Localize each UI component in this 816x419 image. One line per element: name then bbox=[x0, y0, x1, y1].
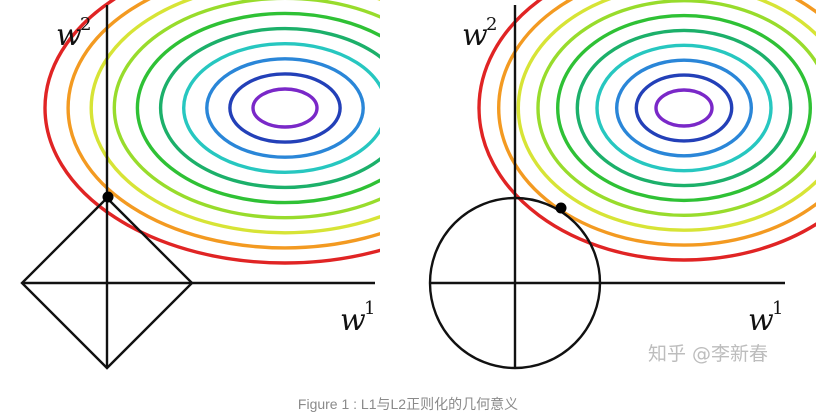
left-contour-7 bbox=[182, 42, 380, 174]
l1-diamond bbox=[20, 196, 194, 370]
l2-circle bbox=[428, 196, 602, 370]
right-y-axis-label: w bbox=[462, 18, 488, 53]
left-contour-10 bbox=[251, 87, 319, 129]
left-contour-8 bbox=[205, 57, 365, 159]
right-x-axis-label: w bbox=[748, 303, 774, 338]
left-contour-5 bbox=[135, 11, 380, 205]
right-contour-10 bbox=[654, 88, 714, 128]
right-contour-8 bbox=[615, 58, 754, 158]
right-contour-3 bbox=[516, 0, 816, 232]
right-contour-1 bbox=[477, 0, 816, 262]
left-contour-4 bbox=[112, 0, 380, 220]
left-x-axis-label: w bbox=[340, 303, 366, 338]
right-y-axis-sup: 2 bbox=[486, 14, 497, 35]
left-tangent-point bbox=[102, 191, 114, 203]
right-x-axis-sup: 1 bbox=[772, 298, 783, 319]
right-contour-7 bbox=[595, 43, 773, 173]
left-y-axis-label: w bbox=[56, 18, 82, 53]
left-contour-3 bbox=[89, 0, 380, 235]
right-contour-6 bbox=[575, 28, 793, 188]
right-contours bbox=[477, 0, 816, 262]
left-contour-9 bbox=[228, 72, 342, 144]
left-contours bbox=[43, 0, 380, 265]
left-panel: w 2 w 1 bbox=[20, 0, 380, 370]
watermark: 知乎 @李新春 bbox=[648, 343, 768, 365]
right-contour-5 bbox=[556, 13, 813, 203]
left-y-axis-sup: 2 bbox=[80, 14, 91, 35]
figure-caption: Figure 1 : L1与L2正则化的几何意义 bbox=[297, 396, 519, 412]
right-contour-2 bbox=[497, 0, 816, 247]
left-contour-2 bbox=[66, 0, 380, 250]
right-tangent-point bbox=[555, 202, 567, 214]
left-contour-6 bbox=[158, 26, 380, 190]
left-x-axis-sup: 1 bbox=[364, 298, 375, 319]
right-contour-4 bbox=[536, 0, 816, 217]
right-contour-9 bbox=[634, 73, 734, 143]
left-contour-1 bbox=[43, 0, 380, 265]
right-panel: w 2 w 1 bbox=[428, 0, 816, 370]
